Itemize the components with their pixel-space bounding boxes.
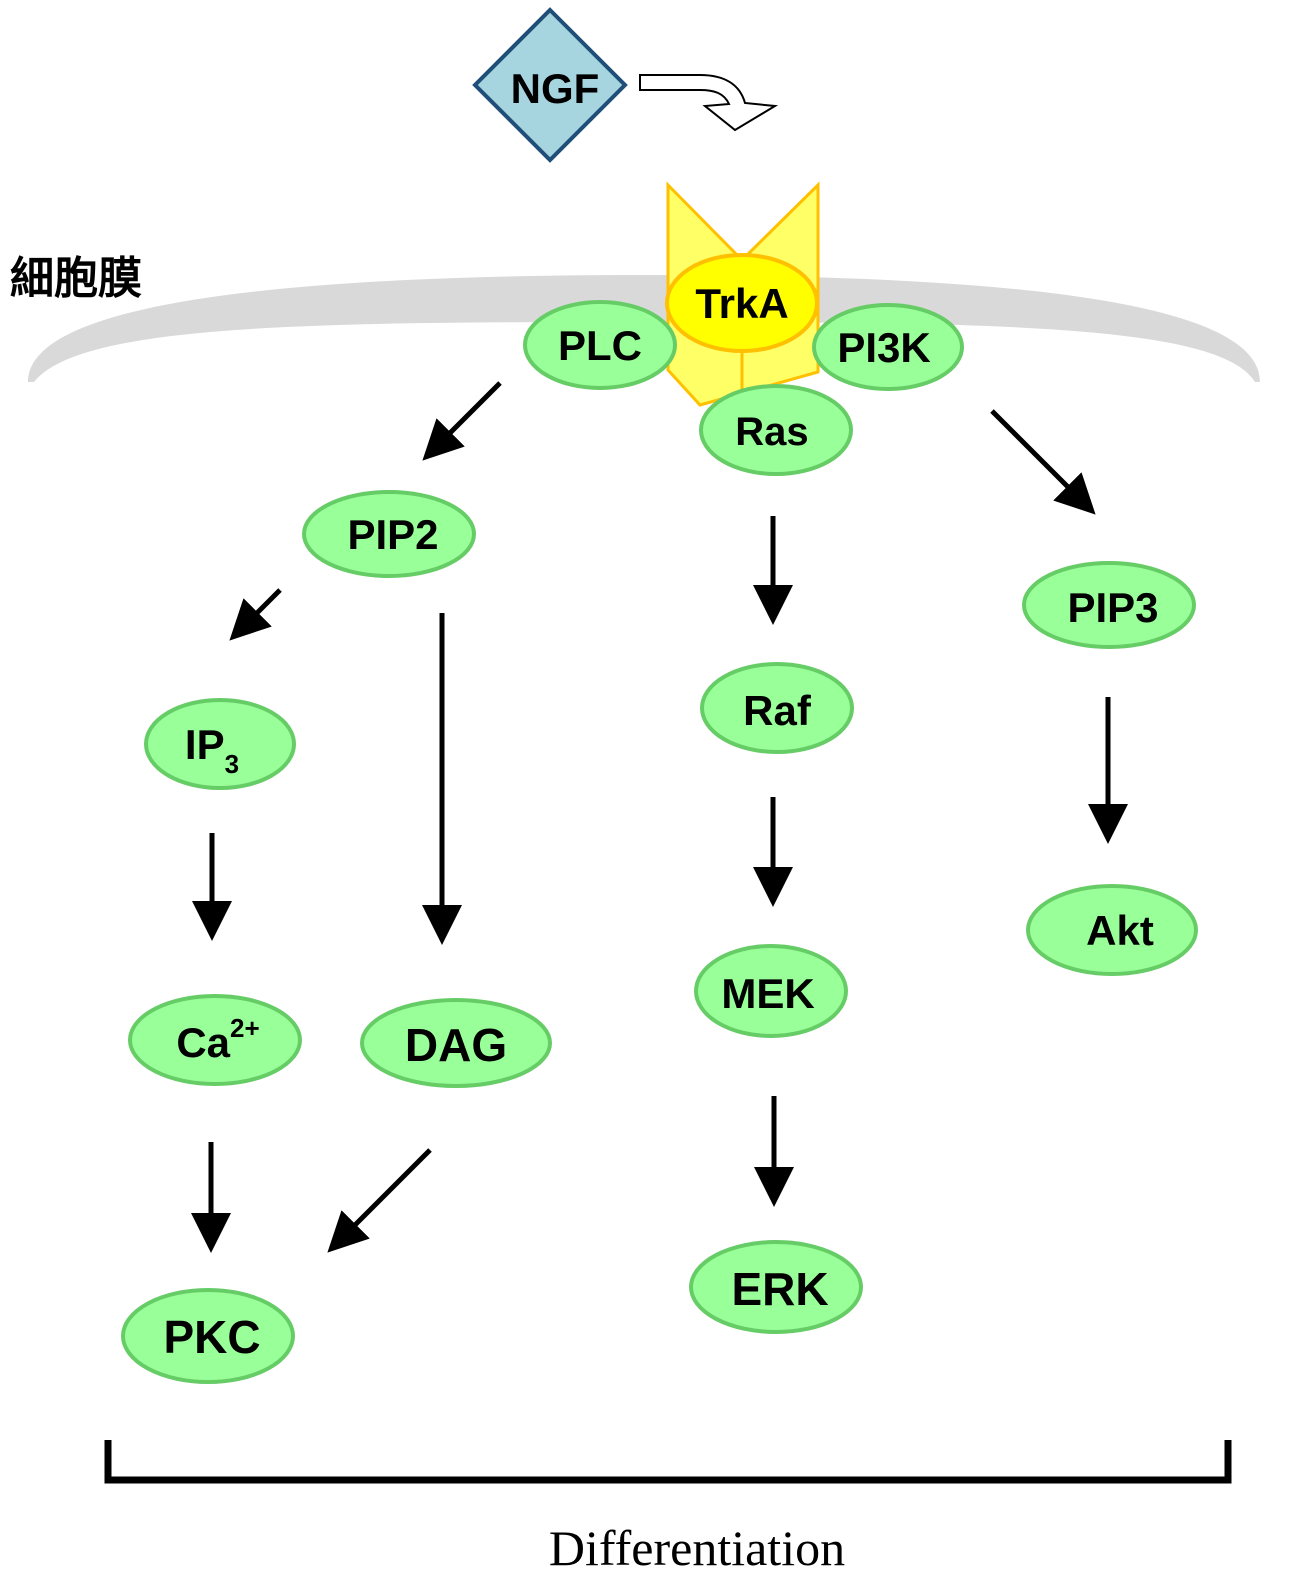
node-ca: Ca2+	[128, 994, 302, 1086]
membrane-label: 細胞膜	[10, 253, 142, 304]
node-dag: DAG	[360, 998, 552, 1088]
ip3-label: IP3	[185, 721, 239, 779]
node-pi3k: PI3K	[812, 303, 964, 391]
trka-label: TrkA	[695, 280, 788, 327]
differentiation-label: Differentiation	[549, 1520, 845, 1576]
trka-ellipse	[665, 253, 819, 353]
node-pip3: PIP3	[1022, 561, 1196, 649]
node-raf: Raf	[700, 662, 854, 754]
ca-label: Ca2+	[176, 1013, 259, 1066]
pip2-label: PIP2	[347, 511, 438, 558]
raf-label: Raf	[743, 687, 812, 734]
node-ras: Ras	[699, 384, 853, 476]
node-ip3: IP3	[144, 698, 296, 790]
differentiation-bracket	[104, 1440, 1232, 1484]
ngf-diamond	[472, 7, 628, 163]
trka-receptor: TrkA	[665, 181, 820, 407]
node-erk: ERK	[689, 1240, 863, 1334]
pi3k-label: PI3K	[837, 324, 930, 371]
mek-label: MEK	[721, 970, 814, 1017]
cell-membrane	[28, 275, 1260, 382]
arrow-dag-pkc	[327, 1148, 432, 1253]
pathway-arrows	[191, 381, 1128, 1253]
arrow-pi3k-pip3	[990, 409, 1096, 515]
erk-label: ERK	[731, 1263, 828, 1315]
pip3-label: PIP3	[1067, 584, 1158, 631]
plc-label: PLC	[558, 322, 642, 369]
ras-label: Ras	[735, 410, 808, 454]
pkc-label: PKC	[163, 1311, 260, 1363]
ngf-ligand: NGF	[472, 7, 628, 163]
binding-arrow-icon	[639, 74, 779, 132]
akt-label: Akt	[1086, 907, 1154, 954]
ngf-label: NGF	[511, 65, 600, 112]
node-plc: PLC	[523, 300, 677, 390]
arrow-pip2-ip3	[229, 588, 282, 641]
node-pkc: PKC	[121, 1288, 295, 1384]
node-mek: MEK	[694, 944, 848, 1038]
node-akt: Akt	[1026, 884, 1198, 976]
node-pip2: PIP2	[302, 490, 476, 578]
arrow-plc-pip2	[422, 381, 502, 461]
dag-label: DAG	[405, 1019, 507, 1071]
